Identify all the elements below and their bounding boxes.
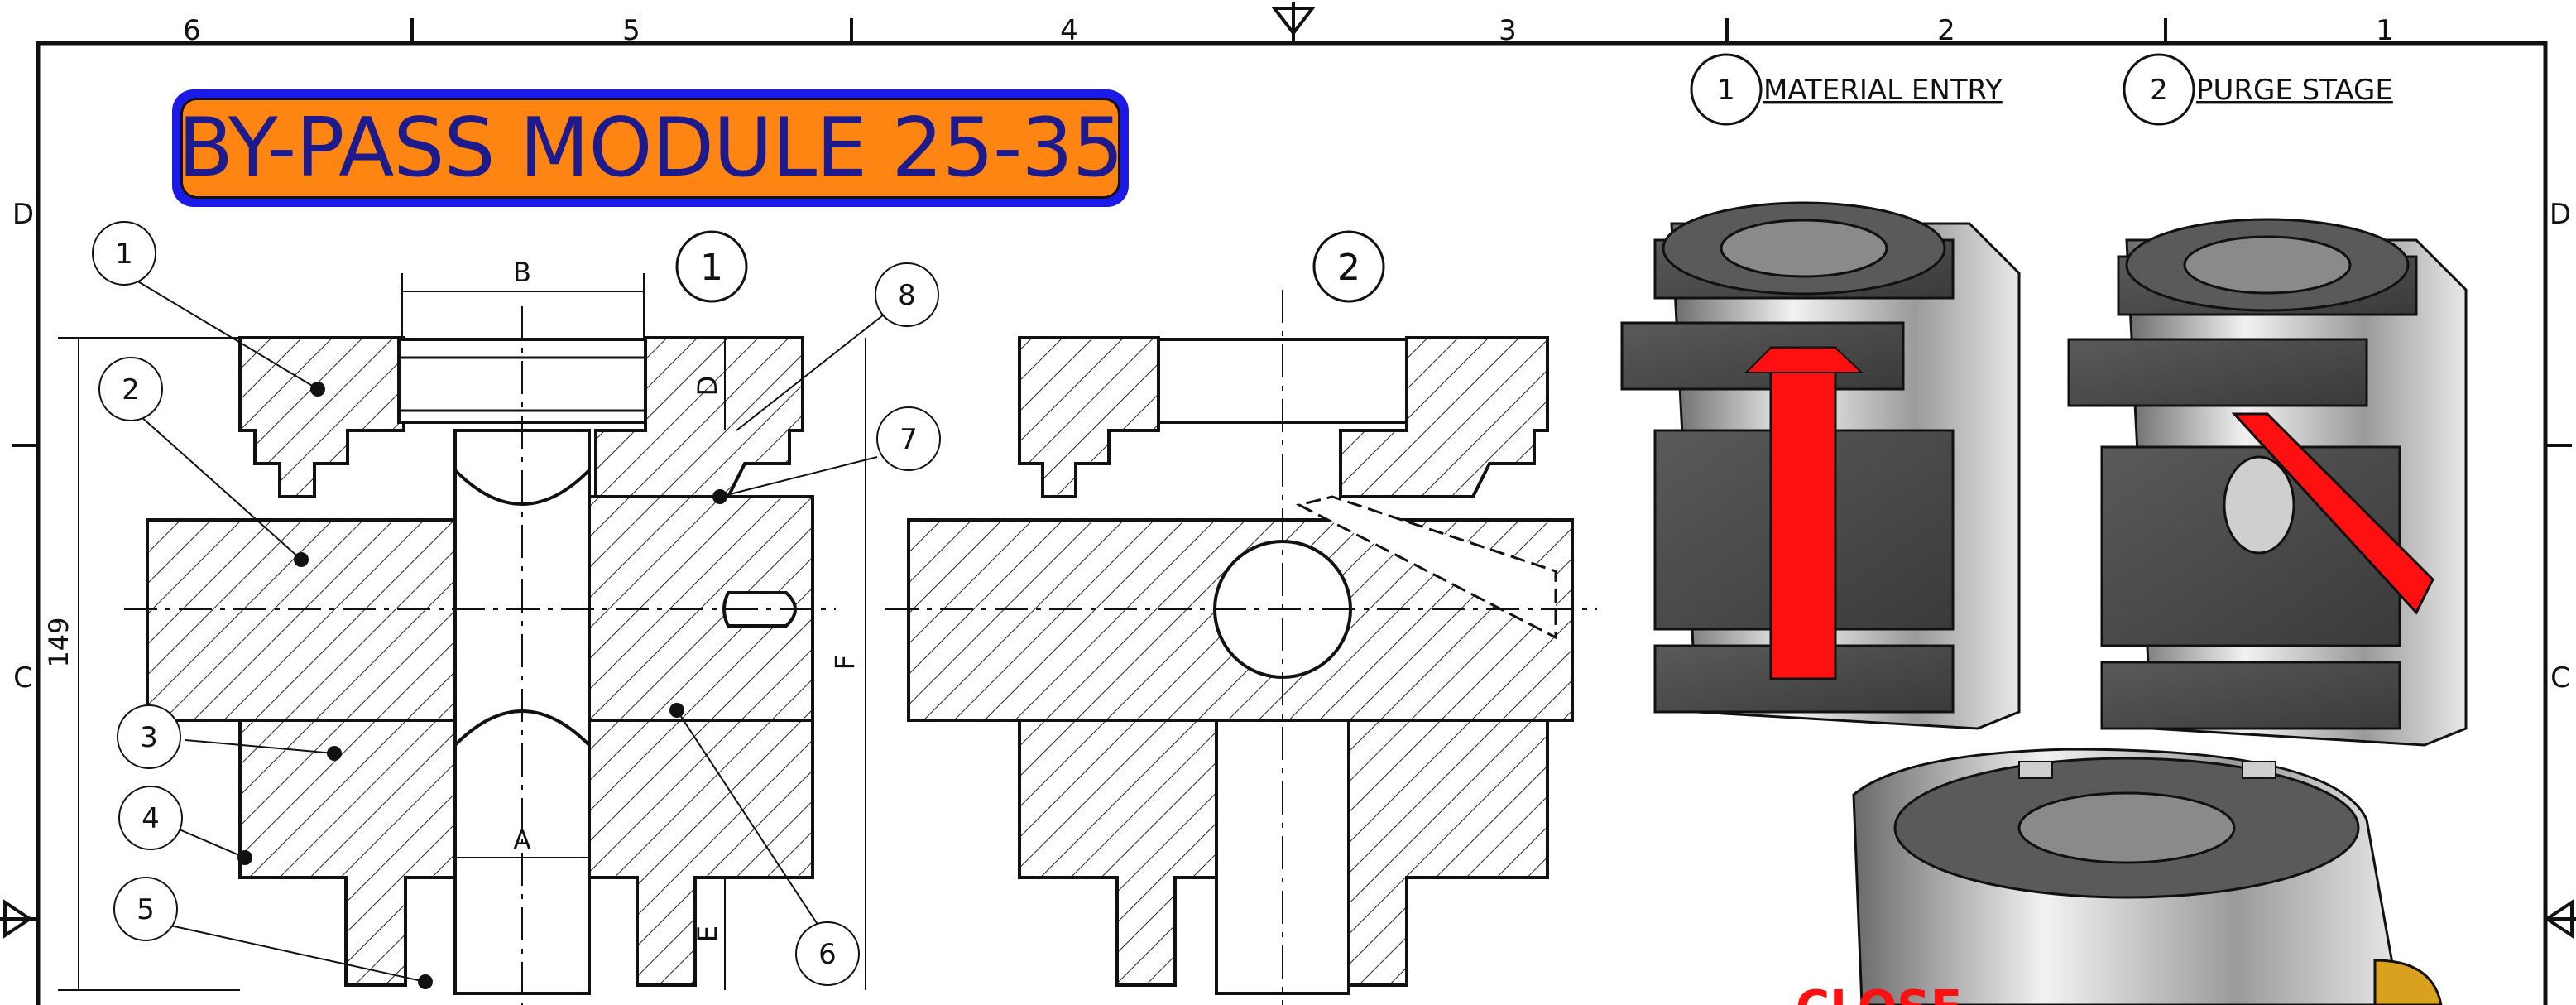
section-view-2: 2 [885, 230, 1597, 1005]
title-inner: BY-PASS MODULE 25-35 [177, 98, 1124, 199]
balloon-4: 4 [142, 802, 160, 835]
zone-col-2: 2 [1937, 14, 1955, 47]
cut-off-text: CLOSE [1796, 981, 1962, 1005]
zone-col-4: 4 [1060, 14, 1078, 47]
balloon-2: 2 [122, 373, 140, 406]
dimensions [58, 273, 866, 991]
purge-channel [1295, 495, 1557, 640]
dim-e-label: E [692, 926, 723, 942]
zone-row-labels: D C D C [12, 198, 2571, 695]
section-marker-icon [0, 2, 2576, 939]
balloon-1: 1 [115, 238, 133, 271]
iso-closed [1852, 748, 2443, 1005]
stage-1-label: MATERIAL ENTRY [1763, 74, 2003, 107]
stage-legend: 1 MATERIAL ENTRY 2 PURGE STAGE [1690, 53, 2393, 126]
stage-2-number: 2 [2150, 74, 2168, 107]
isometric-view: CLOSE [1620, 201, 2468, 1005]
balloon-8: 8 [898, 279, 916, 312]
balloon-6: 6 [818, 938, 837, 971]
dim-149-label: 149 [43, 617, 74, 667]
zone-row-c-right: C [2550, 661, 2570, 695]
dim-b-label: B [513, 257, 531, 288]
view-1-circle [675, 230, 748, 303]
zone-col-6: 6 [183, 14, 201, 47]
stage-1-legend: 1 MATERIAL ENTRY [1690, 53, 2003, 126]
balloon-7: 7 [899, 423, 918, 456]
purge-channel-iso [2231, 412, 2434, 615]
dim-a-label: A [513, 825, 531, 856]
stage-1-circle [1690, 53, 1763, 126]
section-view-1: B A 149 F D E 1 [43, 221, 941, 1005]
balloon-5: 5 [137, 893, 155, 926]
material-channel [1769, 346, 1837, 680]
stage-2-circle [2123, 53, 2195, 126]
zone-row-d-right: D [2550, 198, 2571, 231]
zone-column-labels: 6 5 4 3 2 1 [183, 14, 2394, 47]
part-balloons [92, 221, 941, 986]
view-2-number: 2 [1337, 247, 1360, 289]
zone-row-c-left: C [13, 661, 33, 695]
stage-2-label: PURGE STAGE [2196, 74, 2393, 107]
stage-2-legend: 2 PURGE STAGE [2123, 53, 2393, 126]
zone-col-1: 1 [2376, 14, 2394, 47]
zone-col-3: 3 [1499, 14, 1517, 47]
zone-col-5: 5 [622, 14, 640, 47]
dim-f-label: F [829, 655, 861, 670]
pin [722, 591, 797, 628]
dim-d-label: D [692, 376, 723, 397]
view-2-circle [1312, 230, 1385, 303]
page-title: BY-PASS MODULE 25-35 [177, 101, 1124, 195]
balloon-3: 3 [140, 721, 158, 754]
title-banner: BY-PASS MODULE 25-35 [172, 89, 1129, 207]
view-1-number: 1 [700, 247, 723, 289]
stage-1-number: 1 [1717, 74, 1735, 107]
iso-stage-2 [2067, 218, 2468, 747]
zone-row-d-left: D [12, 198, 34, 231]
iso-stage-1 [1620, 201, 2021, 730]
